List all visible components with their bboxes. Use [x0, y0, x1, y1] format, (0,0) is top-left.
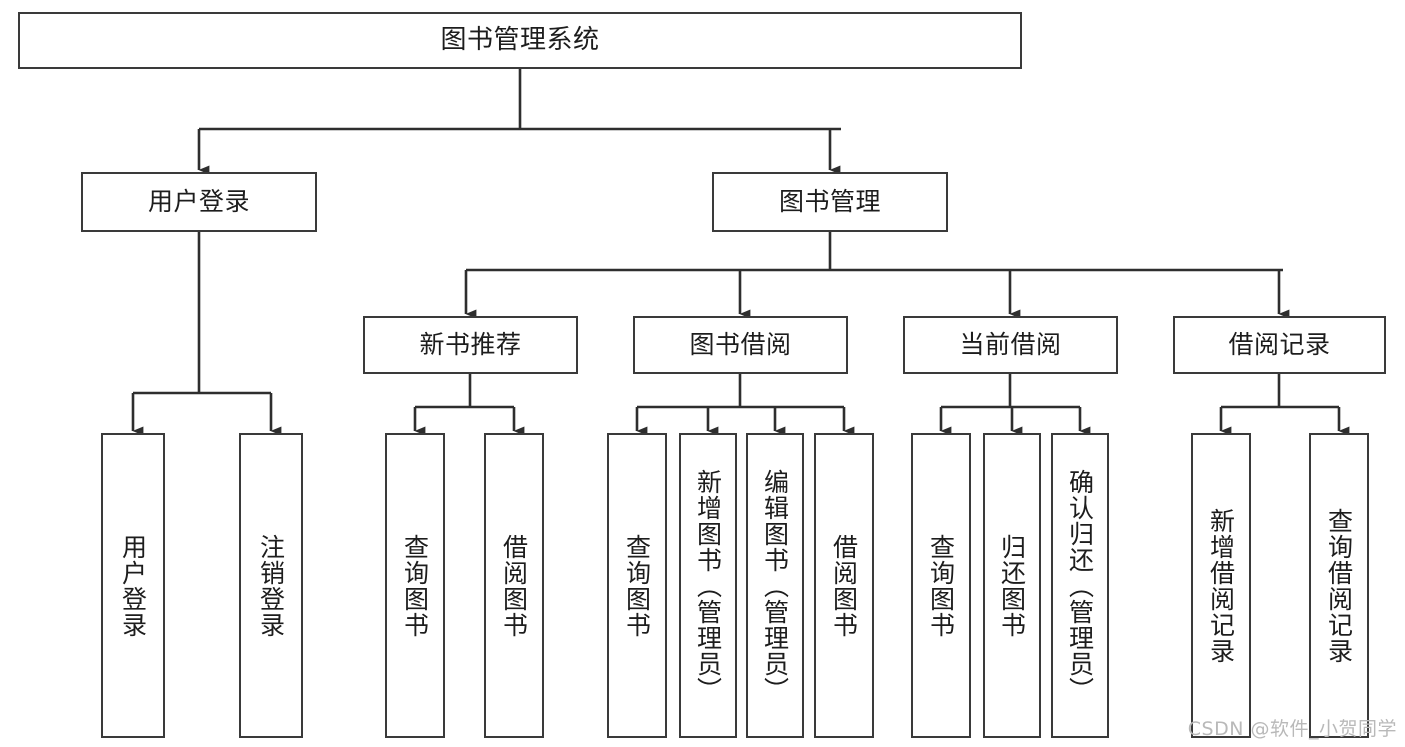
edges-book-borrow-to-leaves: [635, 374, 855, 436]
edges-current-borrow-to-leaves: [939, 374, 1091, 436]
node-new-book-recommend[interactable]: 新书推荐: [363, 316, 578, 374]
node-leaf-add-book[interactable]: 新增图书（管理员）: [679, 433, 737, 738]
node-leaf-query-book-borrow[interactable]: 查询图书: [607, 433, 667, 738]
node-leaf-query-book-current[interactable]: 查询图书: [911, 433, 971, 738]
edges-root-to-level2: [197, 69, 841, 175]
node-user-login-label: 用户登录: [147, 186, 250, 216]
node-leaf-add-book-label: 新增图书（管理员）: [693, 468, 723, 703]
node-leaf-borrow-book-recommend[interactable]: 借阅图书: [484, 433, 544, 738]
node-leaf-query-book-current-label: 查询图书: [926, 533, 956, 638]
node-borrow-record-label: 借阅记录: [1228, 329, 1331, 359]
node-leaf-return-book[interactable]: 归还图书: [983, 433, 1041, 738]
node-leaf-confirm-return-label: 确认归还（管理员）: [1065, 468, 1095, 703]
node-book-borrow-label: 图书借阅: [689, 329, 792, 359]
node-leaf-query-book-recommend-label: 查询图书: [400, 533, 430, 638]
node-leaf-query-book-borrow-label: 查询图书: [622, 533, 652, 638]
node-root[interactable]: 图书管理系统: [18, 12, 1022, 69]
node-leaf-edit-book[interactable]: 编辑图书（管理员）: [746, 433, 804, 738]
node-leaf-borrow-book[interactable]: 借阅图书: [814, 433, 874, 738]
node-leaf-query-borrow-record-label: 查询借阅记录: [1324, 507, 1354, 664]
node-leaf-logout[interactable]: 注销登录: [239, 433, 303, 738]
node-borrow-record[interactable]: 借阅记录: [1173, 316, 1386, 374]
edges-borrow-record-to-leaves: [1219, 374, 1350, 436]
node-leaf-query-borrow-record[interactable]: 查询借阅记录: [1309, 433, 1369, 738]
node-user-login[interactable]: 用户登录: [81, 172, 317, 232]
node-leaf-edit-book-label: 编辑图书（管理员）: [760, 468, 790, 703]
node-current-borrow-label: 当前借阅: [959, 329, 1062, 359]
node-book-manage[interactable]: 图书管理: [712, 172, 948, 232]
node-leaf-logout-label: 注销登录: [256, 533, 286, 638]
node-root-label: 图书管理系统: [440, 24, 600, 55]
node-leaf-add-borrow-record[interactable]: 新增借阅记录: [1191, 433, 1251, 738]
csdn-watermark: CSDN @软件_小贺同学: [1187, 718, 1397, 740]
node-leaf-return-book-label: 归还图书: [997, 533, 1027, 638]
node-leaf-confirm-return[interactable]: 确认归还（管理员）: [1051, 433, 1109, 738]
node-new-book-recommend-label: 新书推荐: [419, 329, 522, 359]
edges-new-book-recommend-to-leaves: [413, 374, 525, 436]
node-leaf-user-login[interactable]: 用户登录: [101, 433, 165, 738]
node-leaf-user-login-label: 用户登录: [118, 533, 148, 638]
edges-book-manage-to-level3: [464, 232, 1290, 319]
node-current-borrow[interactable]: 当前借阅: [903, 316, 1118, 374]
node-leaf-add-borrow-record-label: 新增借阅记录: [1206, 507, 1236, 664]
node-leaf-borrow-book-label: 借阅图书: [829, 533, 859, 638]
edges-user-login-to-leaves: [131, 232, 282, 436]
node-book-manage-label: 图书管理: [778, 186, 881, 216]
node-book-borrow[interactable]: 图书借阅: [633, 316, 848, 374]
node-leaf-query-book-recommend[interactable]: 查询图书: [385, 433, 445, 738]
node-leaf-borrow-book-recommend-label: 借阅图书: [499, 533, 529, 638]
